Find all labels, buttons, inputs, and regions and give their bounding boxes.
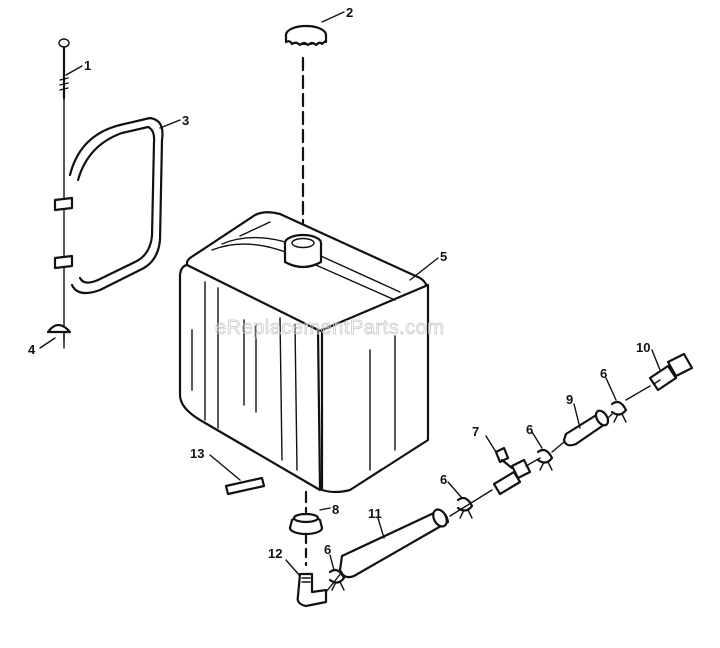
part-6-clamp-b	[456, 496, 474, 519]
part-7-valve	[492, 446, 541, 496]
callout-2: 2	[346, 5, 353, 20]
leader-lines	[39, 11, 661, 577]
callout-1: 1	[84, 58, 91, 73]
callout-7: 7	[472, 424, 479, 439]
callout-4: 4	[28, 342, 36, 357]
part-2-fuel-cap	[284, 24, 328, 230]
part-4-nut	[46, 323, 72, 349]
callout-13: 13	[190, 446, 204, 461]
part-13-strip	[224, 476, 266, 496]
part-3-strap	[53, 116, 164, 295]
part-10-fitting	[625, 352, 694, 401]
callout-6a: 6	[324, 542, 331, 557]
callout-9: 9	[566, 392, 573, 407]
callout-3: 3	[182, 113, 189, 128]
part-6-clamp-d	[610, 400, 628, 423]
part-6-clamp-a	[328, 568, 346, 591]
part-6-clamp-c	[536, 448, 554, 471]
callout-5: 5	[440, 249, 447, 264]
part-5-fuel-tank	[178, 211, 430, 514]
part-9-hose	[551, 409, 613, 453]
callout-labels: 1 2 3 4 5 6 6 6 6 7 8 9 10 11 12 13	[28, 5, 650, 561]
callout-11: 11	[368, 506, 382, 521]
watermark-text: eReplacementParts.com	[215, 317, 444, 339]
part-12-elbow	[296, 572, 328, 608]
part-1-bolt	[58, 38, 70, 341]
callout-6b: 6	[440, 472, 447, 487]
callout-6d: 6	[600, 366, 607, 381]
callout-12: 12	[268, 546, 282, 561]
part-8-bushing	[288, 512, 324, 567]
callout-8: 8	[332, 502, 339, 517]
callout-6c: 6	[526, 422, 533, 437]
part-11-hose	[325, 489, 493, 593]
callout-10: 10	[636, 340, 650, 355]
